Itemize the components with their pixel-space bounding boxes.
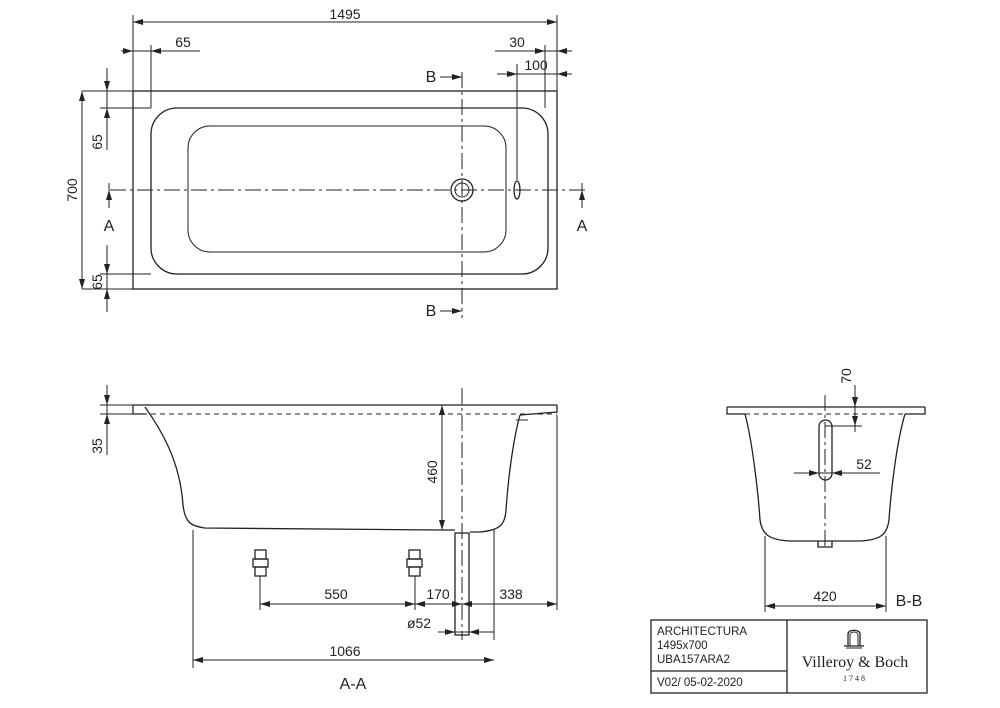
section-aa-view: 460 35 550	[89, 385, 558, 693]
dim-overall-length: 1495	[329, 6, 360, 22]
dim-overflow-diameter: 52	[856, 456, 872, 472]
product-code: UBA157ARA2	[657, 654, 730, 666]
waste-outlet	[450, 178, 474, 202]
dim-foot-spacing: 550	[324, 586, 348, 602]
basin-floor	[187, 125, 507, 253]
overflow-tube	[818, 419, 833, 481]
dim-waste-diameter: ø52	[407, 615, 431, 631]
dim-waste-offset: 170	[426, 586, 450, 602]
dim-right-offset-30: 30	[509, 34, 525, 50]
basin-outline	[150, 107, 549, 275]
dim-right-offset-100: 100	[524, 57, 548, 73]
plan-view: 1495 65 30 100 700 65 65	[64, 6, 588, 320]
brand-year: 1748	[843, 674, 867, 683]
dim-rim-bottom: 65	[89, 274, 105, 290]
bath-profile-left	[144, 406, 455, 531]
brand-name: Villeroy & Boch	[802, 654, 909, 671]
dim-end-offset: 338	[499, 586, 523, 602]
dim-foot-width: 420	[813, 588, 837, 604]
drawing-version: V02/ 05-02-2020	[657, 677, 743, 689]
section-marker-b-bottom: B	[426, 303, 437, 320]
dim-depth: 460	[424, 460, 440, 484]
waste-outlet-inner	[454, 182, 470, 198]
dim-width: 700	[64, 178, 80, 202]
dim-rim-height: 35	[89, 438, 105, 454]
foot-left	[252, 549, 269, 610]
title-block: ARCHITECTURA 1495x700 UBA157ARA2 V02/ 05…	[650, 619, 928, 694]
foot-right	[406, 549, 423, 610]
waste-pipe	[454, 532, 470, 636]
product-series: ARCHITECTURA	[657, 626, 747, 638]
section-marker-b-top: B	[426, 69, 437, 86]
section-marker-a-right: A	[577, 218, 588, 235]
product-size: 1495x700	[657, 640, 708, 652]
brand-logo-icon	[844, 629, 864, 649]
section-aa-label: A-A	[340, 676, 367, 693]
dim-top-offset: 70	[838, 368, 854, 384]
section-marker-a-left: A	[104, 218, 115, 235]
dim-rim-top: 65	[89, 134, 105, 150]
bath-profile-right	[470, 414, 521, 533]
section-bb-view: 70 52 420 B-B	[726, 368, 926, 612]
section-bb-label: B-B	[896, 593, 923, 610]
dim-foot-span: 1066	[329, 643, 360, 659]
overflow-outlet	[513, 180, 521, 200]
dim-left-offset: 65	[175, 34, 191, 50]
